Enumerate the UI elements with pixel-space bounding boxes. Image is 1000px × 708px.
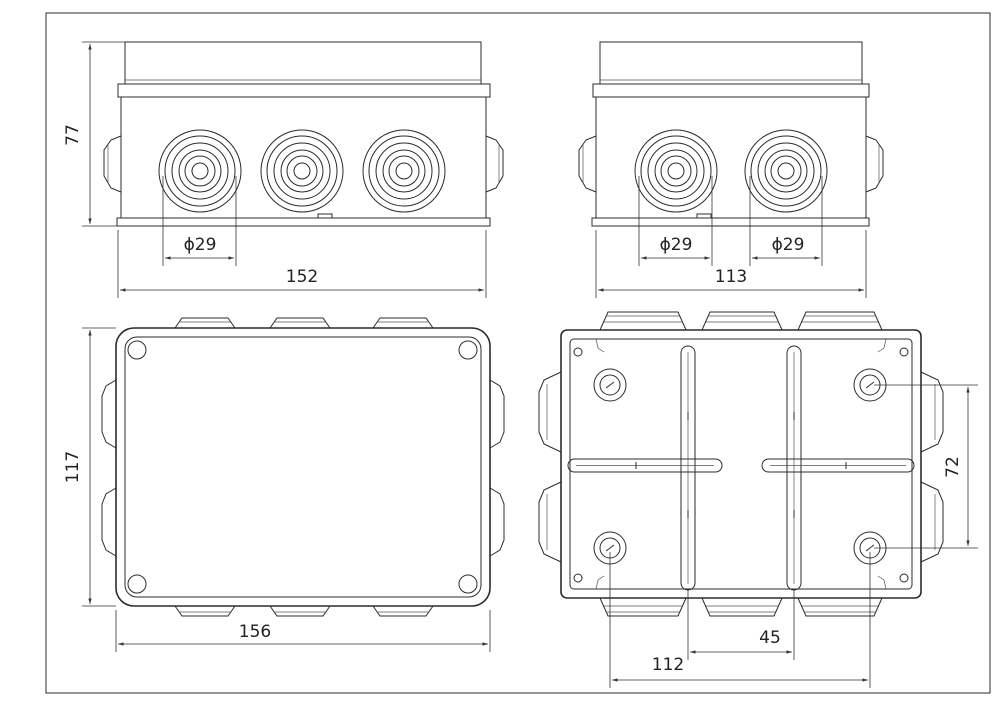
dim-bottom-spacing: 45 — [759, 628, 781, 648]
dim-side-width: 113 — [715, 267, 747, 287]
side-gland-2 — [744, 129, 828, 213]
front-view — [82, 41, 504, 298]
dim-top-height: 117 — [63, 451, 83, 483]
side-view — [578, 41, 884, 298]
dim-bottom-height: 72 — [943, 456, 963, 478]
dim-front-height: 77 — [63, 124, 83, 146]
front-gland-3 — [362, 129, 446, 213]
drawing-frame — [45, 12, 991, 694]
dim-top-width: 156 — [239, 622, 271, 642]
dim-front-hole: ϕ29 — [184, 235, 217, 255]
dim-side-hole-left: ϕ29 — [660, 235, 693, 255]
bottom-view — [538, 311, 978, 688]
boss-top-left — [593, 368, 627, 402]
side-gland-1 — [634, 129, 718, 213]
front-gland-2 — [260, 129, 344, 213]
dim-side-hole-right: ϕ29 — [772, 235, 805, 255]
top-view — [82, 317, 505, 652]
dim-front-width: 152 — [286, 267, 318, 287]
front-gland-1 — [158, 129, 242, 213]
dim-bottom-width: 112 — [652, 655, 684, 675]
